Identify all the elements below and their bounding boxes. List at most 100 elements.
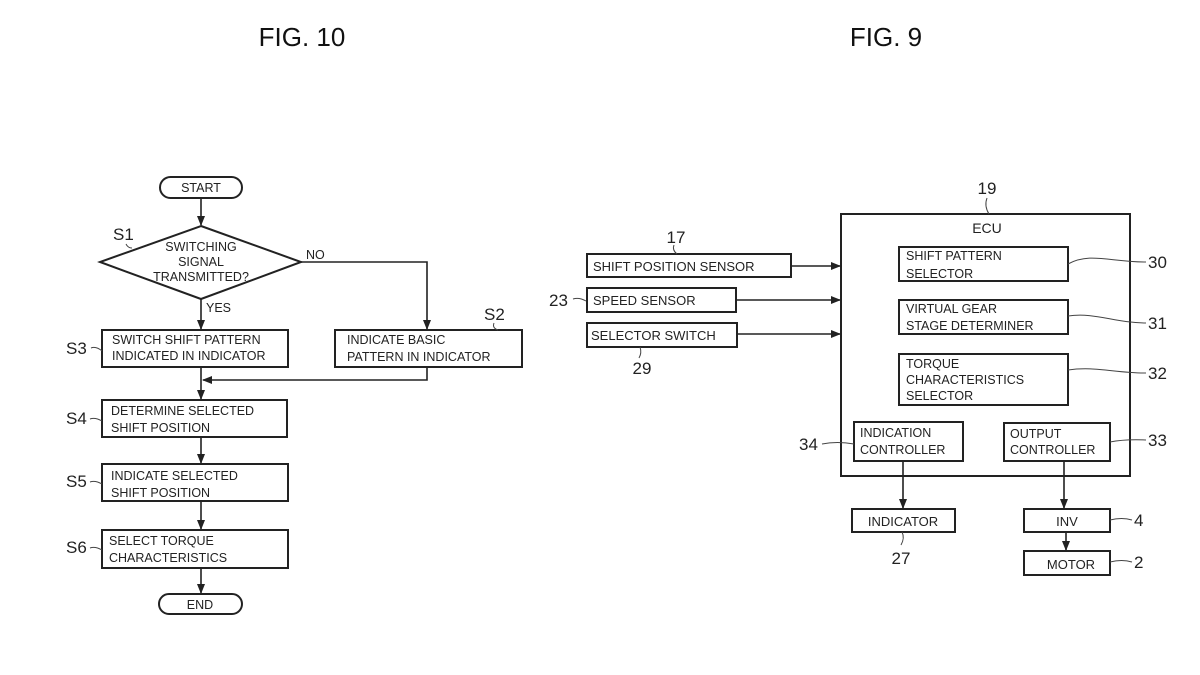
virtual-gear-stage-determiner-line-1: VIRTUAL GEAR <box>906 302 997 316</box>
module-output-controller: OUTPUT CONTROLLER 33 <box>1003 422 1167 462</box>
start-label: START <box>181 181 221 195</box>
output-inv: INV 4 <box>1023 508 1143 533</box>
fig10-title: FIG. 10 <box>259 22 346 52</box>
torque-characteristics-selector-box <box>898 353 1069 406</box>
motor-box <box>1023 550 1111 576</box>
s4-ref: S4 <box>66 409 87 428</box>
motor-leader <box>1109 560 1133 563</box>
output-controller-leader <box>1109 439 1147 443</box>
arrow-s1-no-s2 <box>301 261 431 330</box>
output-motor: MOTOR 2 <box>1023 550 1143 576</box>
indication-controller-line-1: INDICATION <box>860 426 931 440</box>
s6-box <box>101 529 289 569</box>
s5-leader <box>89 480 103 485</box>
indication-controller-box <box>853 421 964 462</box>
module-indication-controller: INDICATION CONTROLLER 34 <box>799 421 964 462</box>
s3-line-2: INDICATED IN INDICATOR <box>112 349 265 363</box>
s1-line-2: SIGNAL <box>178 255 224 269</box>
yes-label: YES <box>206 301 231 315</box>
s4-box <box>101 399 288 438</box>
s3-line-1: SWITCH SHIFT PATTERN <box>112 333 261 347</box>
end-terminal: END <box>158 593 243 615</box>
indicator-ref: 27 <box>892 549 911 568</box>
input-selector-switch: SELECTOR SWITCH 29 <box>586 322 841 378</box>
torque-characteristics-selector-line-2: CHARACTERISTICS <box>906 373 1024 387</box>
s5-line-1: INDICATE SELECTED <box>111 469 238 483</box>
s1-ref: S1 <box>113 225 134 244</box>
fig9-block-diagram: FIG. 9 ECU 19 SHIFT POSITION SENSOR 17 S… <box>549 22 1167 576</box>
step-s2: INDICATE BASIC PATTERN IN INDICATOR S2 <box>334 305 523 368</box>
end-label: END <box>187 598 213 612</box>
motor-ref: 2 <box>1134 553 1143 572</box>
s2-line-1: INDICATE BASIC <box>347 333 445 347</box>
output-controller-line-1: OUTPUT <box>1010 427 1062 441</box>
output-controller-box <box>1003 422 1111 462</box>
output-controller-line-2: CONTROLLER <box>1010 443 1095 457</box>
shift-pattern-selector-line-2: SELECTOR <box>906 267 973 281</box>
step-s6: SELECT TORQUE CHARACTERISTICS S6 <box>66 529 289 569</box>
ecu-label: ECU <box>972 220 1002 236</box>
s5-ref: S5 <box>66 472 87 491</box>
ecu-ref: 19 <box>978 179 997 198</box>
step-s1-decision: SWITCHING SIGNAL TRANSMITTED? S1 <box>97 224 304 301</box>
s6-line-2: CHARACTERISTICS <box>109 551 227 565</box>
module-torque-characteristics-selector: TORQUE CHARACTERISTICS SELECTOR 32 <box>898 353 1167 406</box>
selector-switch-box <box>586 322 738 348</box>
step-s3: SWITCH SHIFT PATTERN INDICATED IN INDICA… <box>66 329 289 368</box>
start-terminal: START <box>159 176 243 199</box>
shift-pattern-selector-ref: 30 <box>1148 253 1167 272</box>
module-virtual-gear-stage-determiner: VIRTUAL GEAR STAGE DETERMINER 31 <box>898 299 1167 335</box>
inv-box <box>1023 508 1111 533</box>
virtual-gear-stage-determiner-line-2: STAGE DETERMINER <box>906 319 1034 333</box>
shift-pattern-selector-line-1: SHIFT PATTERN <box>906 249 1002 263</box>
shift-pattern-selector-leader <box>1067 257 1147 265</box>
s5-box <box>101 463 289 502</box>
s3-box <box>101 329 289 368</box>
virtual-gear-stage-determiner-ref: 31 <box>1148 314 1167 333</box>
selector-switch-leader <box>638 346 642 359</box>
selector-switch-ref: 29 <box>633 359 652 378</box>
torque-characteristics-selector-leader <box>1067 368 1147 374</box>
step-s5: INDICATE SELECTED SHIFT POSITION S5 <box>66 463 289 502</box>
fig9-title: FIG. 9 <box>850 22 922 52</box>
no-label: NO <box>306 248 325 262</box>
arrow-s2-merge <box>202 367 428 384</box>
s4-line-2: SHIFT POSITION <box>111 421 210 435</box>
end-shape <box>158 593 243 615</box>
step-s4: DETERMINE SELECTED SHIFT POSITION S4 <box>66 399 288 438</box>
torque-characteristics-selector-ref: 32 <box>1148 364 1167 383</box>
shift-pattern-selector-box <box>898 246 1069 282</box>
speed-sensor-ref: 23 <box>549 291 568 310</box>
s5-line-2: SHIFT POSITION <box>111 486 210 500</box>
fig10-flowchart: FIG. 10 START SWITCHING SIGNAL TRANSMITT… <box>66 22 523 615</box>
s6-ref: S6 <box>66 538 87 557</box>
selector-switch-label: SELECTOR SWITCH <box>591 328 716 343</box>
shift-position-sensor-leader <box>672 244 678 255</box>
s6-line-1: SELECT TORQUE <box>109 534 214 548</box>
ecu-leader <box>985 197 990 215</box>
output-controller-ref: 33 <box>1148 431 1167 450</box>
virtual-gear-stage-determiner-box <box>898 299 1069 335</box>
shift-position-sensor-label: SHIFT POSITION SENSOR <box>593 259 755 274</box>
torque-characteristics-selector-line-3: SELECTOR <box>906 389 973 403</box>
output-indicator: INDICATOR 27 <box>851 508 956 568</box>
indication-controller-ref: 34 <box>799 435 818 454</box>
s2-leader <box>493 322 499 331</box>
s2-box <box>334 329 523 368</box>
s3-ref: S3 <box>66 339 87 358</box>
s4-leader <box>89 417 103 422</box>
indication-controller-leader <box>821 442 855 445</box>
shift-position-sensor-ref: 17 <box>667 228 686 247</box>
s4-line-1: DETERMINE SELECTED <box>111 404 254 418</box>
speed-sensor-box <box>586 287 737 313</box>
speed-sensor-label: SPEED SENSOR <box>593 293 696 308</box>
indication-controller-line-2: CONTROLLER <box>860 443 945 457</box>
torque-characteristics-selector-line-1: TORQUE <box>906 357 959 371</box>
speed-sensor-leader <box>572 297 587 302</box>
s1-line-3: TRANSMITTED? <box>153 270 249 284</box>
s1-line-1: SWITCHING <box>165 240 237 254</box>
virtual-gear-stage-determiner-leader <box>1067 314 1147 324</box>
inv-ref: 4 <box>1134 511 1143 530</box>
input-speed-sensor: SPEED SENSOR 23 <box>549 287 841 313</box>
